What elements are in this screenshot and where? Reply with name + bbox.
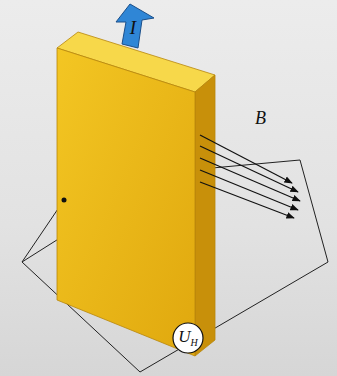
- node-text: I: [130, 17, 136, 39]
- semiconductor-slab: [57, 32, 215, 356]
- symbol: I: [130, 17, 136, 38]
- current-arrow: I: [108, 2, 158, 50]
- field-lines: [200, 135, 300, 218]
- node-text: UH: [178, 327, 198, 348]
- symbol: U: [178, 327, 190, 346]
- voltmeter-circle: UH: [172, 322, 204, 354]
- contact-dot: [62, 198, 67, 203]
- subscript: H: [191, 338, 198, 349]
- field-label: B: [255, 108, 266, 129]
